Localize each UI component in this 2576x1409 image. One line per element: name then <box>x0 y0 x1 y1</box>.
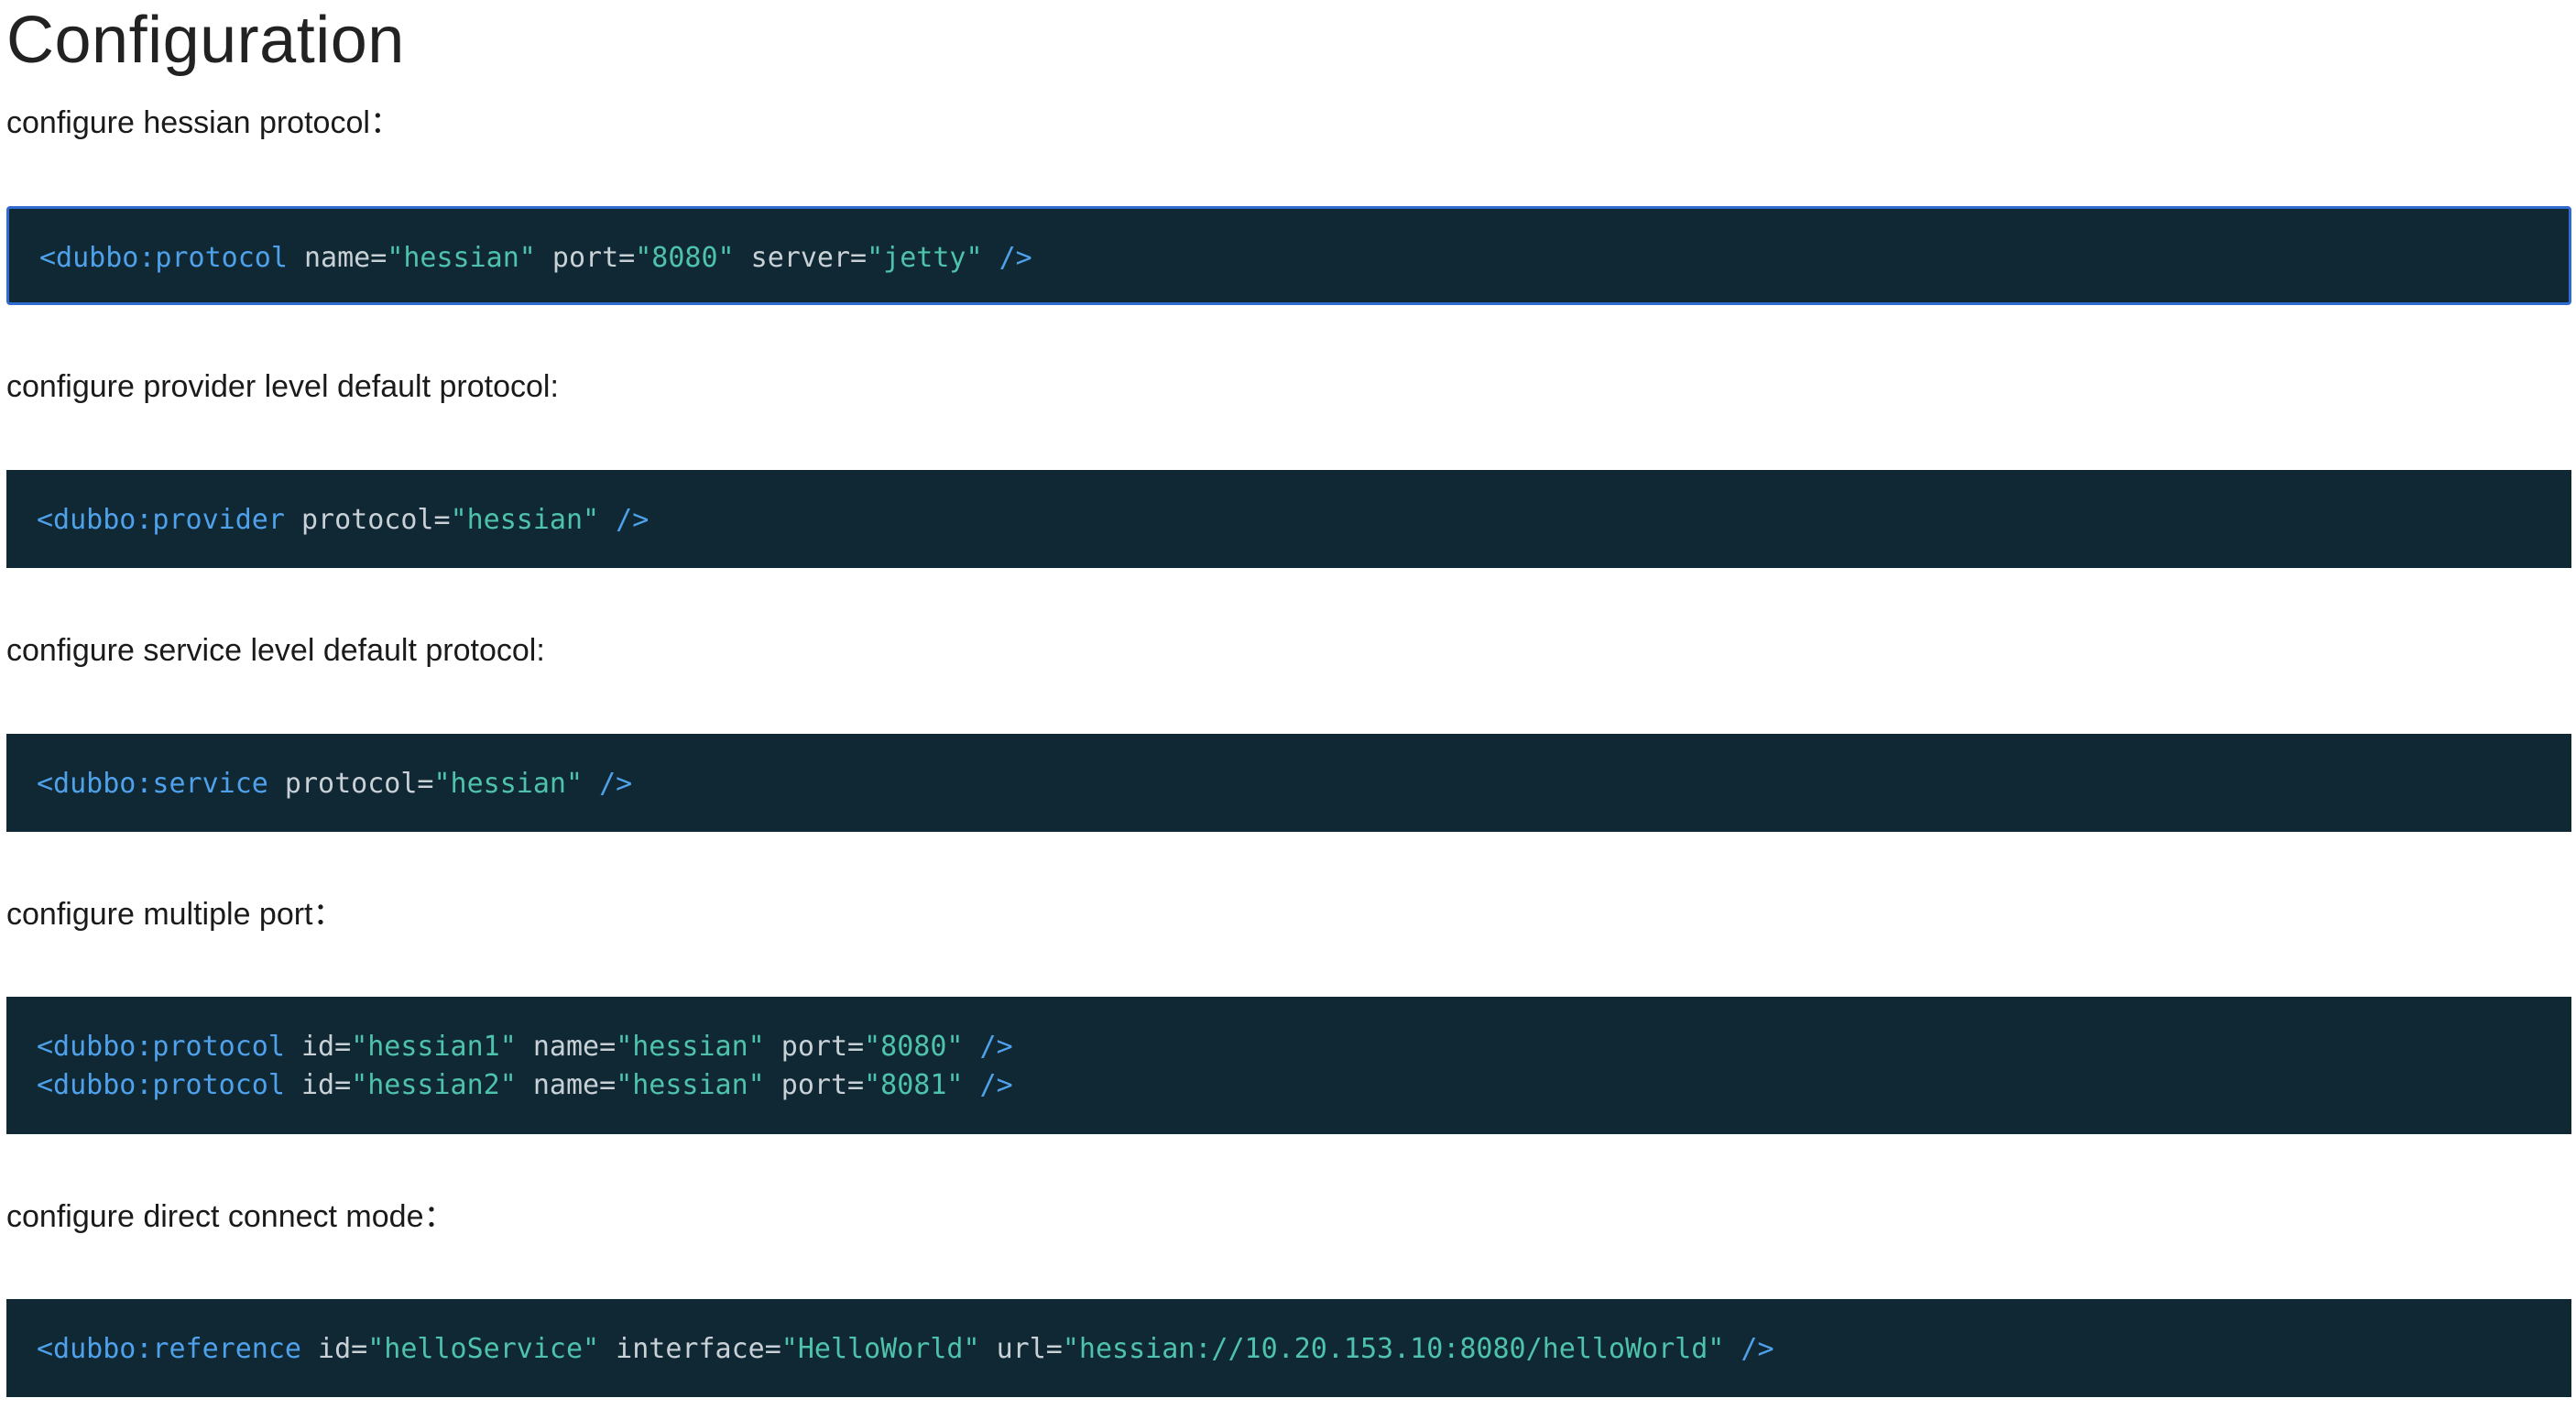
code-attribute: id= <box>300 1333 368 1365</box>
section-label-hessian-protocol: configure hessian protocol： <box>6 105 401 140</box>
code-punctuation: /> <box>963 1031 1013 1063</box>
code-line: <dubbo:service protocol="hessian" /> <box>37 765 2541 803</box>
code-attribute: port= <box>764 1031 865 1063</box>
code-punctuation: /> <box>583 768 633 800</box>
code-block-direct-connect[interactable]: <dubbo:reference id="helloService" inter… <box>6 1299 2571 1397</box>
code-block-service-protocol[interactable]: <dubbo:service protocol="hessian" /> <box>6 734 2571 832</box>
code-punctuation: /> <box>599 504 649 536</box>
code-attribute: url= <box>979 1333 1063 1365</box>
code-punctuation: /> <box>982 242 1032 274</box>
code-attribute: protocol= <box>267 768 434 800</box>
code-string: "8081" <box>864 1069 964 1101</box>
code-string: "hessian" <box>387 242 536 274</box>
code-string: "jetty" <box>867 242 983 274</box>
code-string: "hessian2" <box>351 1069 517 1101</box>
code-attribute: port= <box>535 242 636 274</box>
code-string: "8080" <box>635 242 735 274</box>
documentation-page: Configuration configure hessian protocol… <box>6 0 2571 1397</box>
code-line: <dubbo:protocol id="hessian2" name="hess… <box>37 1066 2541 1105</box>
code-tag: <dubbo:reference <box>37 1333 301 1365</box>
code-block-hessian-protocol[interactable]: <dubbo:protocol name="hessian" port="808… <box>6 206 2571 305</box>
code-tag: <dubbo:protocol <box>37 1031 285 1063</box>
page-title: Configuration <box>6 4 405 77</box>
code-tag: <dubbo:provider <box>37 504 285 536</box>
code-attribute: name= <box>516 1069 617 1101</box>
code-punctuation: /> <box>1724 1333 1774 1365</box>
code-line: <dubbo:protocol name="hessian" port="808… <box>39 239 2538 278</box>
code-string: "helloService" <box>367 1333 600 1365</box>
code-attribute: server= <box>734 242 868 274</box>
code-string: "hessian" <box>450 504 600 536</box>
code-tag: <dubbo:protocol <box>37 1069 285 1101</box>
code-string: "HelloWorld" <box>780 1333 980 1365</box>
section-label-direct-connect: configure direct connect mode： <box>6 1199 455 1234</box>
code-attribute: name= <box>287 242 387 274</box>
code-attribute: id= <box>284 1031 352 1063</box>
code-attribute: id= <box>284 1069 352 1101</box>
code-attribute: name= <box>516 1031 617 1063</box>
section-label-multiple-port: configure multiple port： <box>6 897 344 932</box>
section-label-provider-protocol: configure provider level default protoco… <box>6 369 559 404</box>
code-block-provider-protocol[interactable]: <dubbo:provider protocol="hessian" /> <box>6 470 2571 568</box>
code-block-multiple-port[interactable]: <dubbo:protocol id="hessian1" name="hess… <box>6 997 2571 1134</box>
code-line: <dubbo:reference id="helloService" inter… <box>37 1330 2541 1369</box>
code-string: "hessian" <box>616 1069 765 1101</box>
code-attribute: protocol= <box>284 504 451 536</box>
section-label-service-protocol: configure service level default protocol… <box>6 633 545 668</box>
code-string: "hessian://10.20.153.10:8080/helloWorld" <box>1062 1333 1725 1365</box>
code-tag: <dubbo:protocol <box>39 242 288 274</box>
code-attribute: port= <box>764 1069 865 1101</box>
code-tag: <dubbo:service <box>37 768 268 800</box>
code-line: <dubbo:provider protocol="hessian" /> <box>37 501 2541 540</box>
code-string: "8080" <box>864 1031 964 1063</box>
code-attribute: interface= <box>599 1333 781 1365</box>
code-punctuation: /> <box>963 1069 1013 1101</box>
code-string: "hessian" <box>433 768 584 800</box>
code-string: "hessian" <box>616 1031 765 1063</box>
code-string: "hessian1" <box>351 1031 517 1063</box>
code-line: <dubbo:protocol id="hessian1" name="hess… <box>37 1028 2541 1066</box>
